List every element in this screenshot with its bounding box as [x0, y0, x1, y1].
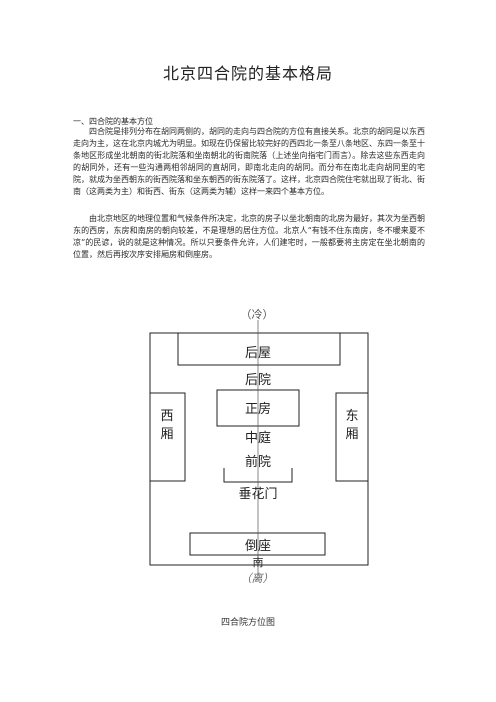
back-house-box [177, 332, 341, 366]
outer-wall [149, 332, 369, 566]
west-wing-char-1: 西 [160, 409, 173, 424]
room-front-court: 前院 [245, 454, 271, 470]
east-wing-char-1: 东 [345, 409, 358, 424]
room-central-court: 中庭 [245, 430, 271, 446]
page-title: 北京四合院的基本格局 [162, 64, 333, 83]
daozuo-box [189, 532, 326, 556]
room-hanging-flower-gate: 垂花门 [238, 486, 277, 502]
east-wing-box [335, 392, 369, 482]
room-back-house: 后屋 [245, 346, 271, 361]
room-main-house: 正房 [245, 401, 271, 417]
west-wing-box [149, 392, 186, 482]
north-label: （冷） [240, 308, 274, 321]
diagram-caption: 四合院方位图 [220, 618, 275, 628]
paragraph-1: 四合院是排列分布在胡同两侧的，胡同的走向与四合院的方位有直接关系。北京的胡同是以… [73, 127, 425, 196]
south-label: （离） [240, 572, 274, 585]
west-wing-char-2: 厢 [160, 427, 173, 442]
room-south: 南 [253, 556, 264, 569]
main-house-box [216, 389, 300, 427]
room-west-wing: 西厢 [160, 409, 173, 442]
room-east-wing: 东厢 [345, 409, 358, 442]
paragraph-2: 由北京地区的地理位置和气候条件所决定，北京的房子以坐北朝南的北房为最好，其次为坐… [73, 214, 425, 259]
room-daozuo: 倒座 [245, 539, 271, 554]
room-back-court: 后院 [245, 373, 271, 388]
east-wing-char-2: 厢 [345, 427, 358, 442]
section-heading: 一、四合院的基本方位 [73, 117, 153, 126]
front-court-bracket [223, 468, 293, 483]
